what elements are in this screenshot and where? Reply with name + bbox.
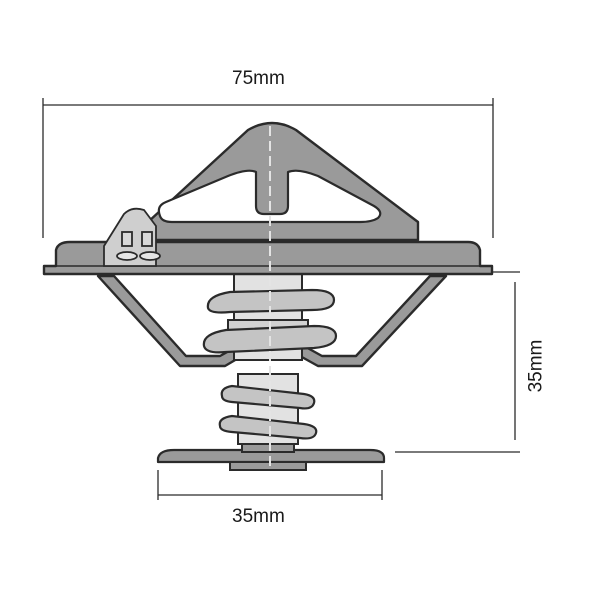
lower-spring-coil-2 <box>218 414 318 440</box>
height-label: 35mm <box>525 339 547 393</box>
jiggle-valve <box>103 207 161 267</box>
jiggle-pin-cap-left <box>116 251 138 261</box>
valve-plate-hub <box>229 461 307 471</box>
jiggle-pin-right <box>141 231 153 247</box>
lower-spring <box>218 384 318 440</box>
overall-width-label: 75mm <box>232 68 285 89</box>
valve-width-label: 35mm <box>232 506 285 527</box>
upper-bridge-window <box>157 169 382 224</box>
jiggle-pin-cap-right <box>139 251 161 261</box>
lower-spring-coil-1 <box>220 384 316 410</box>
jiggle-pin-left <box>121 231 133 247</box>
valve-stem-neck <box>241 443 295 453</box>
main-spring-coil-1 <box>206 288 336 314</box>
dimension-lines <box>42 98 520 500</box>
